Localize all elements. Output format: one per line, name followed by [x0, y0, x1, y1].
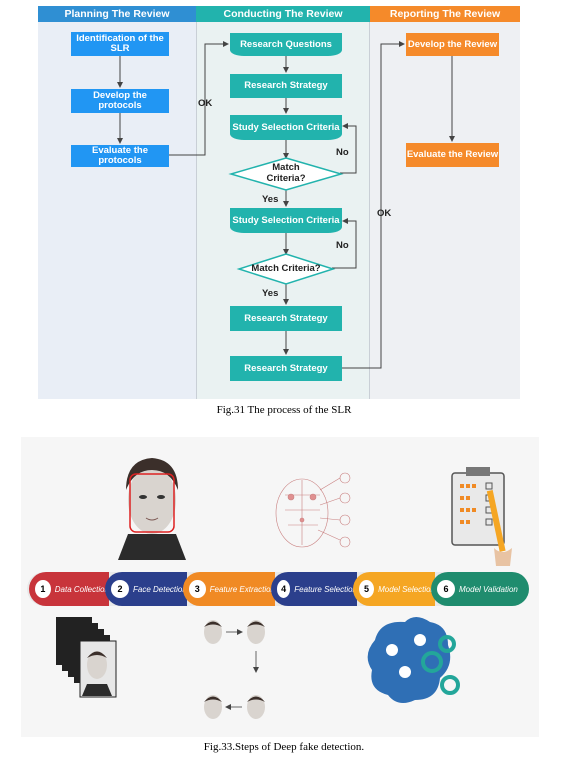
research-strategy-box-2: Research Strategy	[230, 306, 342, 331]
step-label-face-detection: Face Detection	[133, 584, 187, 594]
pipeline-step-data-collection: 1 Data Collection	[29, 572, 109, 606]
lane-reporting	[370, 22, 520, 399]
yes-label-2: Yes	[262, 288, 279, 299]
pipeline-step-feature-selection: 4 Feature Selection	[271, 572, 357, 606]
lane-header-planning: Planning The Review	[38, 6, 196, 22]
develop-review-box: Develop the Review	[406, 33, 499, 56]
step-label-feature-selection: Feature Selection	[294, 584, 357, 594]
step-number-4: 4	[277, 580, 291, 598]
feature-selection-faces-icon	[204, 620, 265, 719]
evaluate-protocols-box: Evaluate the protocols	[71, 145, 169, 167]
clipboard-checklist-icon	[451, 467, 512, 566]
evaluate-review-box: Evaluate the Review	[406, 143, 499, 167]
no-label-2: No	[336, 240, 349, 251]
step-label-feature-extraction: Feature Extraction	[209, 584, 275, 594]
ok-label-2: OK	[377, 208, 392, 219]
feature-extraction-mesh-icon	[275, 472, 351, 548]
data-collection-faces-icon	[56, 617, 117, 698]
match-criteria-label-2: Match Criteria?	[251, 263, 321, 274]
study-selection-box-2: Study Selection Criteria	[230, 208, 342, 233]
step-label-model-selection: Model Selection	[378, 584, 435, 594]
step-number-2: 2	[111, 580, 129, 598]
match-criteria-label-1: Match Criteria?	[266, 162, 306, 184]
step-label-data-collection: Data Collection	[54, 584, 109, 594]
research-questions-box: Research Questions	[230, 33, 342, 56]
decision-diamond-1	[228, 157, 344, 191]
no-label-1: No	[336, 147, 349, 158]
ok-label-1: OK	[198, 98, 213, 109]
pipeline-step-feature-extraction: 3 Feature Extraction	[183, 572, 275, 606]
pipeline-step-model-validation: 6 Model Validation	[431, 572, 529, 606]
decision-diamond-2	[236, 253, 336, 285]
step-label-model-validation: Model Validation	[459, 584, 518, 594]
face-portrait-icon	[118, 458, 186, 560]
research-strategy-box-3: Research Strategy	[230, 356, 342, 381]
step-number-1: 1	[35, 580, 51, 598]
step-number-6: 6	[437, 580, 455, 598]
research-strategy-box-1: Research Strategy	[230, 74, 342, 98]
lane-header-conducting: Conducting The Review	[196, 6, 370, 22]
figure-33-caption: Fig.33.Steps of Deep fake detection.	[203, 741, 365, 753]
pipeline-step-model-selection: 5 Model Selection	[353, 572, 435, 606]
identification-of-slr-box: Identification of the SLR	[71, 32, 169, 56]
pipeline-step-face-detection: 2 Face Detection	[105, 572, 187, 606]
figure-31-caption: Fig.31 The process of the SLR	[216, 404, 352, 416]
step-number-3: 3	[189, 580, 206, 598]
step-number-5: 5	[359, 580, 375, 598]
flowchart-connectors	[117, 41, 455, 369]
develop-protocols-box: Develop the protocols	[71, 89, 169, 113]
yes-label-1: Yes	[262, 194, 279, 205]
brain-gears-icon	[367, 617, 460, 704]
study-selection-box-1: Study Selection Criteria	[230, 115, 342, 140]
lane-header-reporting: Reporting The Review	[370, 6, 520, 22]
